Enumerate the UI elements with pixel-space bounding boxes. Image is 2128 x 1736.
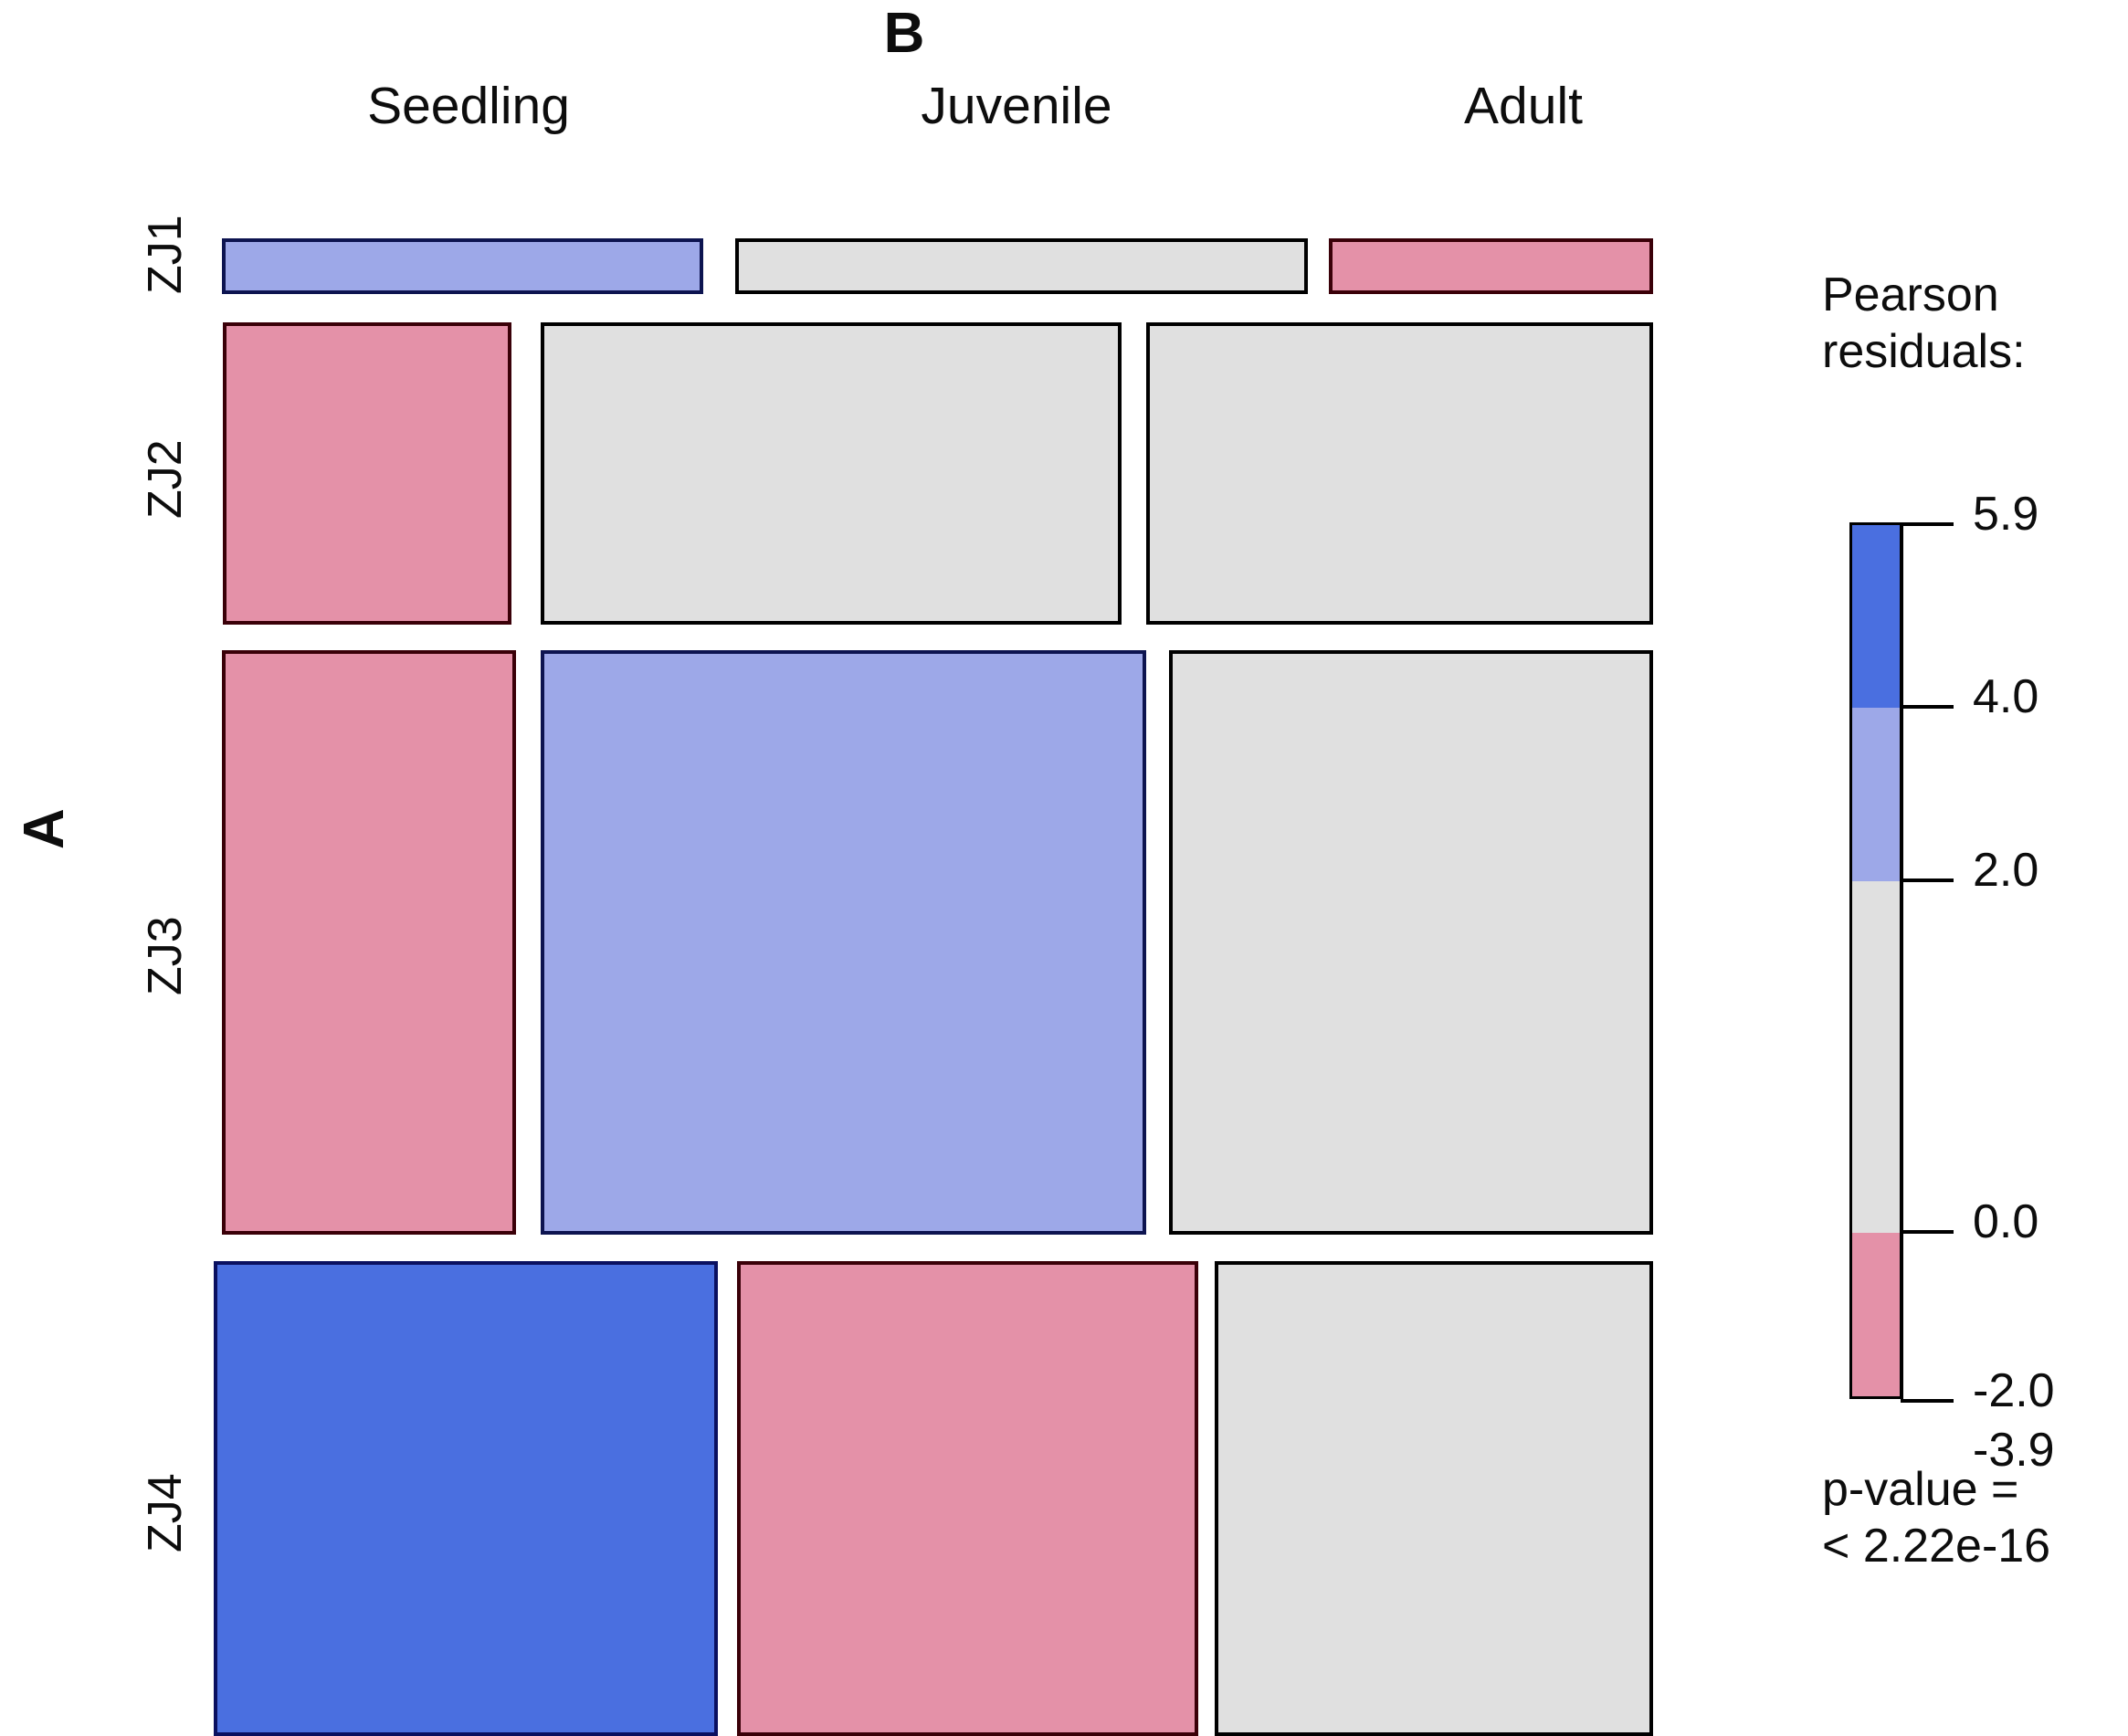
legend-tick-label-1: 4.0 <box>1973 670 2039 723</box>
legend-title-line1: Pearson <box>1822 268 1999 321</box>
row-header-zj2: ZJ2 <box>139 439 192 519</box>
legend-segment-1 <box>1852 708 1900 881</box>
legend-color-bar <box>1849 522 1902 1399</box>
legend-tick-label-4: -2.0 <box>1973 1364 2055 1417</box>
legend-pvalue-line2: < 2.22e-16 <box>1822 1520 2051 1573</box>
mosaic-tile-zj4-juvenile <box>737 1261 1198 1736</box>
legend-tick-label-3: 0.0 <box>1973 1195 2039 1248</box>
legend-pvalue-line1: p-value = <box>1822 1463 2019 1516</box>
legend-tick-3 <box>1901 1230 1954 1234</box>
legend-tick-2 <box>1901 879 1954 882</box>
mosaic-tile-zj1-seedling <box>222 238 703 294</box>
legend-tick-0 <box>1901 522 1954 526</box>
mosaic-tile-zj2-juvenile <box>541 322 1122 625</box>
legend-segment-3 <box>1852 1233 1900 1396</box>
row-header-zj4: ZJ4 <box>139 1473 192 1552</box>
mosaic-tile-zj3-seedling <box>222 650 516 1235</box>
legend-axis-line <box>1901 522 1903 1399</box>
legend-tick-label-2: 2.0 <box>1973 844 2039 897</box>
legend-tick-1 <box>1901 705 1954 709</box>
legend-segment-0 <box>1852 525 1900 708</box>
mosaic-tile-zj2-adult <box>1146 322 1653 625</box>
row-variable-title: A <box>13 808 76 849</box>
row-header-zj1: ZJ1 <box>139 215 192 294</box>
mosaic-tile-zj2-seedling <box>223 322 511 625</box>
column-variable-title: B <box>883 2 925 65</box>
row-header-zj3: ZJ3 <box>139 916 192 995</box>
legend-segment-2 <box>1852 881 1900 1233</box>
mosaic-tile-zj1-adult <box>1329 238 1653 294</box>
mosaic-tile-zj4-adult <box>1215 1261 1653 1736</box>
legend-tick-4 <box>1901 1399 1954 1403</box>
column-header-juvenile: Juvenile <box>921 77 1112 135</box>
legend-tick-label-5: -3.9 <box>1973 1424 2055 1477</box>
mosaic-tile-zj3-adult <box>1169 650 1653 1235</box>
mosaic-tile-zj4-seedling <box>214 1261 718 1736</box>
legend-title-line2: residuals: <box>1822 325 2026 378</box>
mosaic-tile-zj3-juvenile <box>541 650 1146 1235</box>
mosaic-tile-zj1-juvenile <box>735 238 1308 294</box>
column-header-seedling: Seedling <box>367 77 570 135</box>
legend-tick-label-0: 5.9 <box>1973 488 2039 541</box>
column-header-adult: Adult <box>1464 77 1583 135</box>
